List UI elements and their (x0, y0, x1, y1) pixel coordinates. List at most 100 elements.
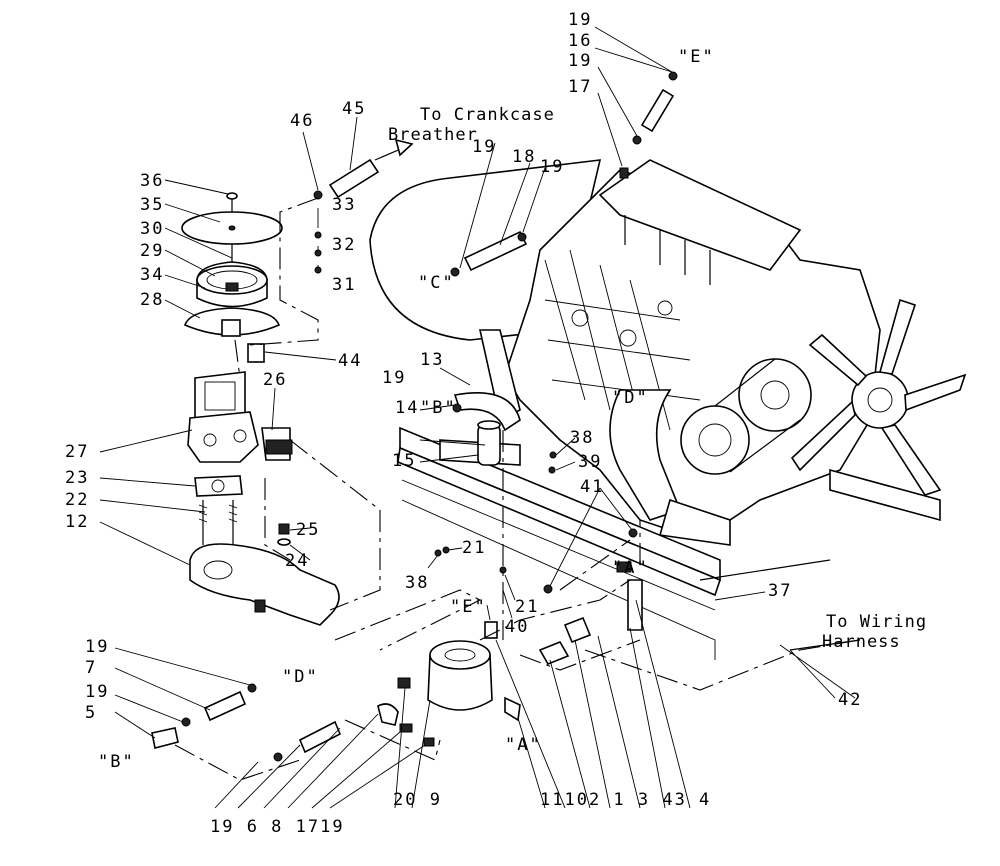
boss-2 (619, 329, 637, 347)
gasket-23 (194, 475, 243, 497)
callout-19: 19 (382, 368, 406, 388)
callout-E: "E" (678, 47, 715, 67)
clamp-46 (313, 190, 323, 200)
pulley-hub (760, 380, 790, 410)
callout-35: 35 (140, 195, 164, 215)
callout-32: 32 (332, 235, 356, 255)
callout-numbers: 19 16 19 17 "E" 46 45 To Crankcase Breat… (65, 10, 927, 837)
bolt-41b (628, 528, 638, 538)
alternator-hub (698, 423, 732, 457)
mount-bracket-right (658, 498, 731, 546)
elbow-6 (377, 703, 399, 726)
callout-E: "E" (450, 597, 487, 617)
callout-19: 19 (85, 637, 109, 657)
fitting-17 (619, 167, 629, 179)
callout-22: 22 (65, 490, 89, 510)
callout-17: 17 (568, 77, 592, 97)
hose-16 (640, 88, 675, 133)
callout-bottom-right: 11102 1 3 43 4 (540, 790, 711, 810)
bolt-33 (314, 231, 322, 239)
boss-1 (571, 309, 589, 327)
callout-21: 21 (515, 597, 539, 617)
hose-8 (298, 720, 342, 754)
cooling-fan (790, 298, 967, 496)
fitting-2 (538, 640, 570, 666)
callout-B: "B" (98, 752, 135, 772)
clamp-19c (450, 267, 460, 277)
water-pump-pulley (738, 358, 812, 432)
clamp-19d (517, 232, 527, 242)
washer-24 (277, 538, 291, 546)
bolt-41a (543, 584, 553, 594)
callout-23: 23 (65, 468, 89, 488)
callout-38: 38 (405, 573, 429, 593)
callout-D: "D" (612, 388, 649, 408)
callout-29: 29 (140, 241, 164, 261)
callout-42: 42 (838, 690, 862, 710)
elbow-11 (504, 696, 521, 722)
studs-22 (202, 500, 234, 545)
callout-14: 14 (395, 398, 419, 418)
note-harness: Harness (822, 632, 901, 652)
boss-3 (657, 300, 673, 316)
callout-38: 38 (570, 428, 594, 448)
solenoid-3 (563, 616, 592, 644)
callout-5: 5 (85, 703, 97, 723)
callout-A: "A" (612, 558, 649, 578)
callout-45: 45 (342, 99, 366, 119)
callout-A: "A" (505, 735, 542, 755)
callout-39: 39 (578, 452, 602, 472)
callout-12: 12 (65, 512, 89, 532)
note-crankcase: To Crankcase (420, 105, 555, 125)
leader-lines (99, 26, 861, 809)
callout-30: 30 (140, 219, 164, 239)
element-top-29 (196, 265, 268, 295)
hose-7 (203, 690, 247, 722)
fitting-17b (399, 723, 413, 733)
callout-15: 15 (392, 451, 416, 471)
stud-threads (198, 504, 238, 523)
breather-arrow-head (394, 138, 414, 157)
front-rail (829, 468, 941, 522)
callout-31: 31 (332, 275, 356, 295)
callout-C: "C" (418, 273, 455, 293)
callout-24: 24 (285, 551, 309, 571)
bolt-39 (548, 466, 556, 474)
fitting-20 (397, 677, 411, 689)
fuel-filter-15 (439, 420, 521, 466)
callout-34: 34 (140, 265, 164, 285)
callout-bottom-row: 19 6 8 1719 (210, 817, 345, 837)
note-wiring: To Wiring (826, 612, 927, 632)
regulator-assembly (151, 561, 643, 762)
callout-19: 19 (568, 10, 592, 30)
clamp-19f (247, 683, 257, 693)
callout-13: 13 (420, 350, 444, 370)
callout-19: 19 (472, 137, 496, 157)
callout-19: 19 (85, 682, 109, 702)
nut-25 (278, 523, 290, 535)
routing-lines (174, 197, 861, 781)
elbow-44 (247, 343, 265, 363)
callout-40: 40 (505, 617, 529, 637)
intake-manifold-12 (189, 543, 340, 626)
clamp-19i (423, 737, 435, 747)
callout-B: "B" (420, 398, 457, 418)
nut-29 (225, 282, 239, 292)
callout-19: 19 (540, 157, 564, 177)
carburetor-27 (187, 411, 259, 463)
engine-assembly (369, 159, 967, 546)
clamp-19e (452, 403, 462, 413)
callout-37: 37 (768, 581, 792, 601)
alternator (680, 405, 750, 475)
callout-25: 25 (296, 520, 320, 540)
tag-43 (616, 561, 632, 573)
hose-group-top (313, 71, 678, 277)
callout-19: 19 (568, 51, 592, 71)
valve-cover (598, 159, 802, 271)
callout-44: 44 (338, 351, 362, 371)
callout-46: 46 (290, 111, 314, 131)
air-cleaner-assembly (181, 192, 340, 626)
callout-18: 18 (512, 147, 536, 167)
